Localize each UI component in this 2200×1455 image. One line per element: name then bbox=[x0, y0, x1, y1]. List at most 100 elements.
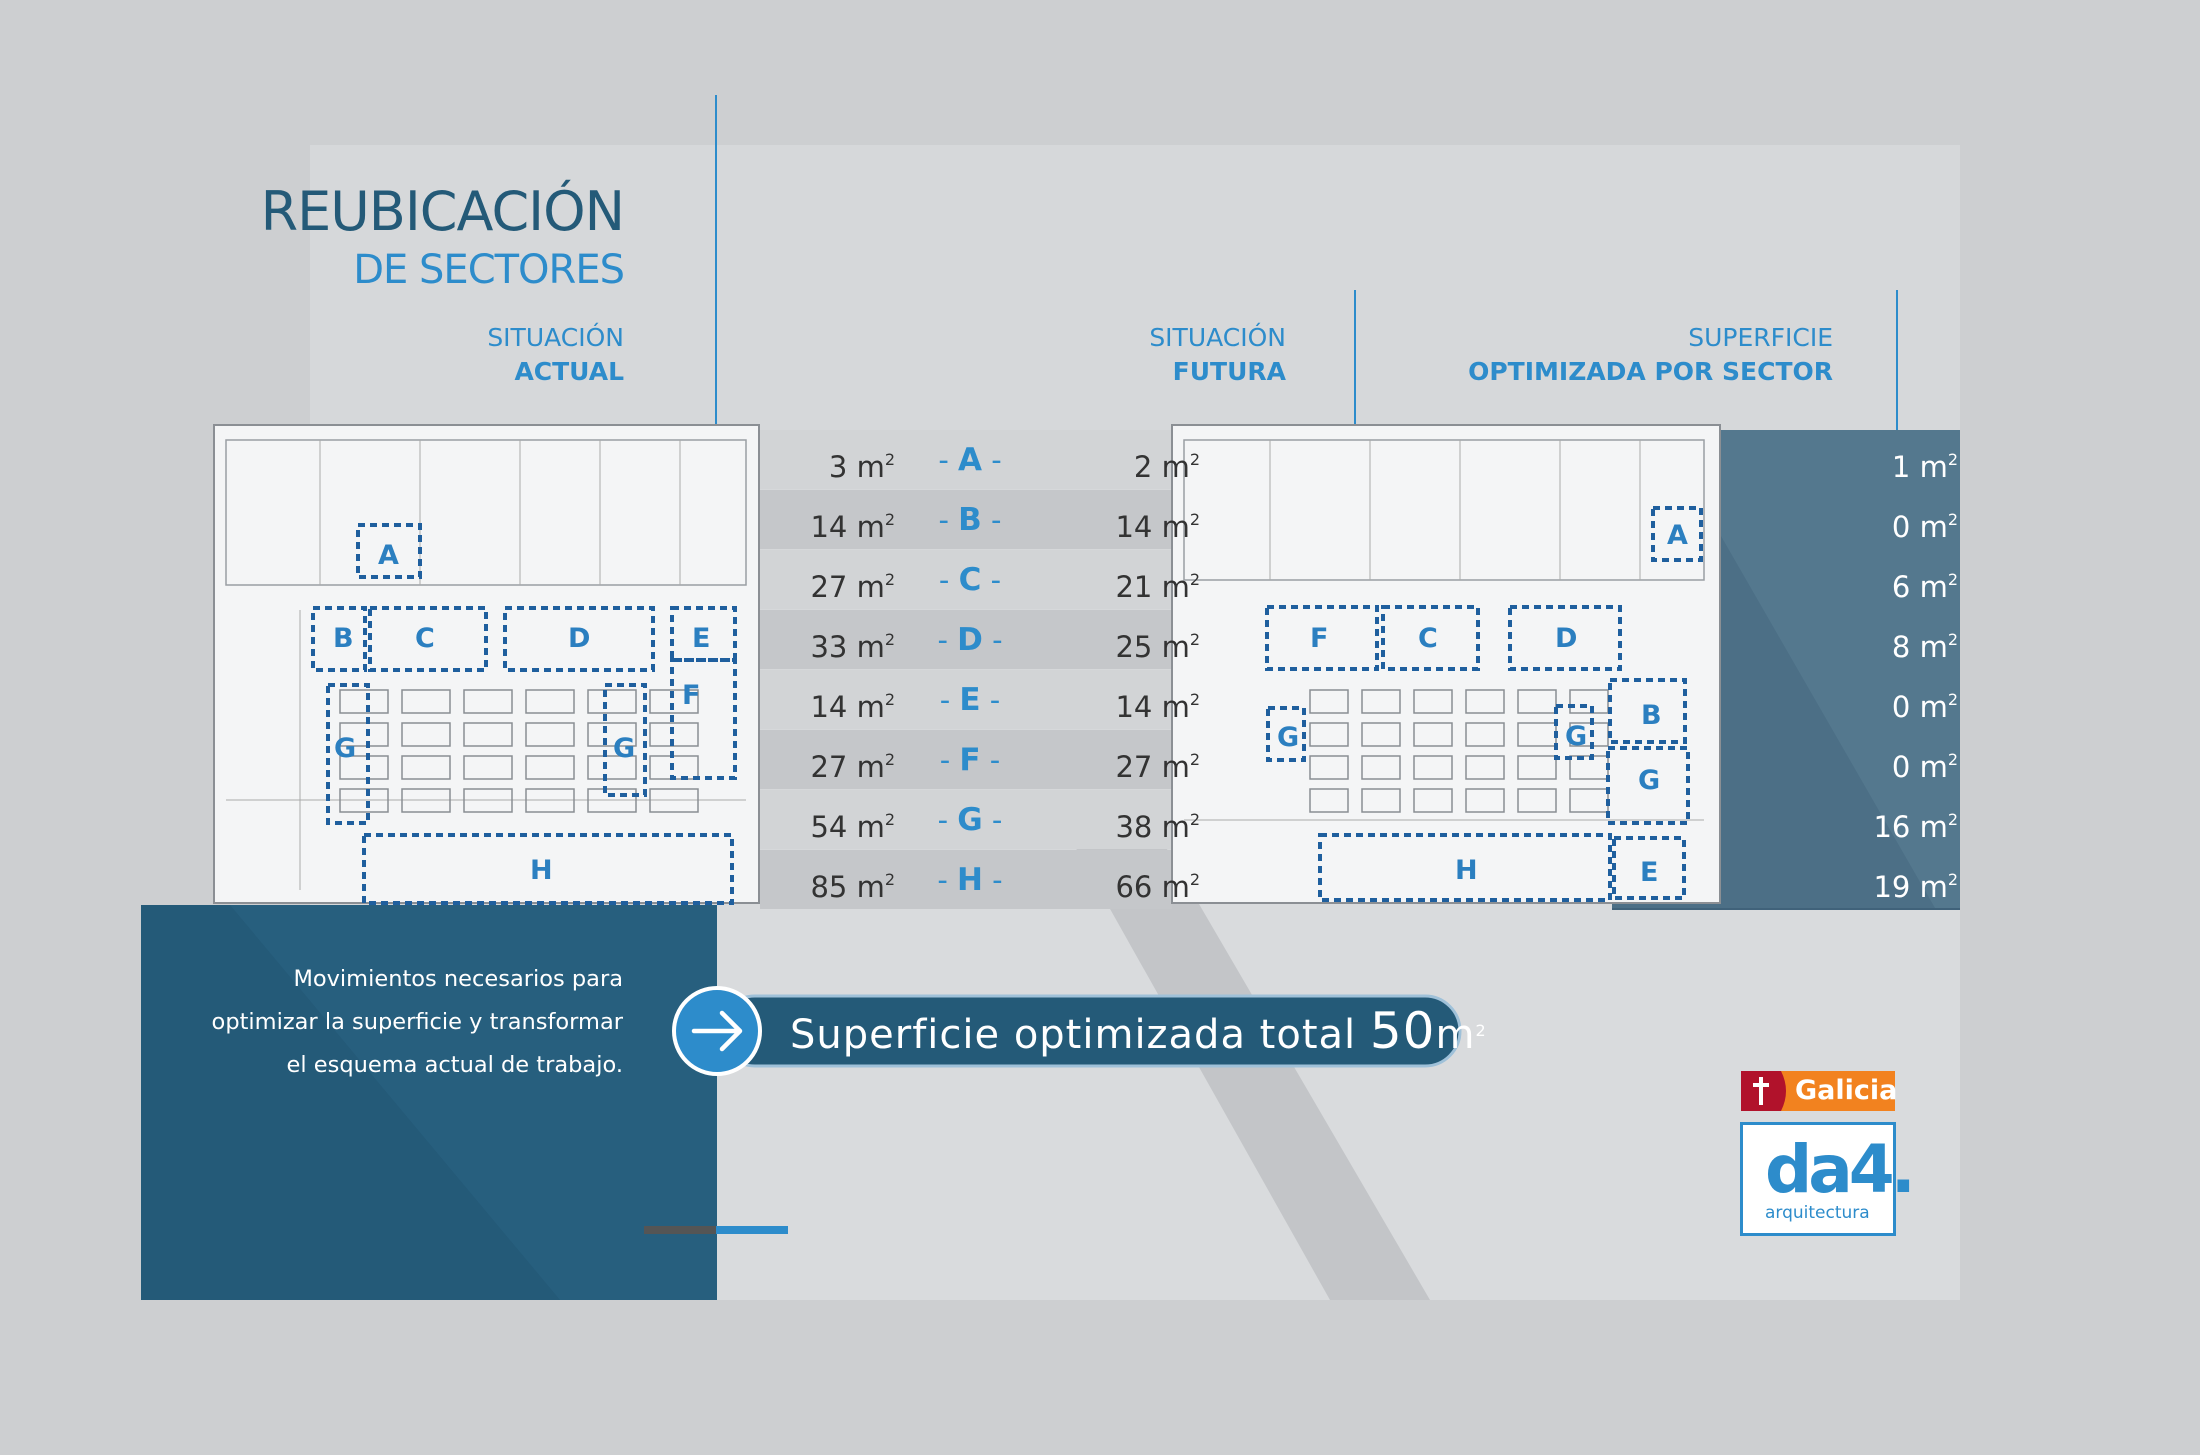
desk bbox=[1361, 788, 1401, 813]
plan-futura-label: G bbox=[1638, 765, 1661, 796]
area-actual: 54 m2 bbox=[810, 810, 895, 844]
desk bbox=[339, 788, 389, 813]
sector-row: 27 m2 - F - 27 m2 0 m2 bbox=[740, 730, 1960, 790]
desk bbox=[587, 788, 637, 813]
sector-letter: - D - bbox=[937, 622, 1003, 658]
area-actual: 33 m2 bbox=[810, 630, 895, 664]
desk bbox=[1413, 755, 1453, 780]
area-futura: 21 m2 bbox=[1115, 570, 1200, 604]
plan-futura-label: G bbox=[1277, 722, 1300, 753]
sector-letter: - B - bbox=[938, 502, 1002, 538]
area-actual: 85 m2 bbox=[810, 870, 895, 904]
plan-actual-label: F bbox=[682, 680, 701, 711]
header-futura: SITUACIÓN FUTURA bbox=[1149, 323, 1286, 386]
area-futura: 14 m2 bbox=[1115, 690, 1200, 724]
sector-letter: - F - bbox=[939, 742, 1001, 778]
area-futura: 66 m2 bbox=[1115, 870, 1200, 904]
desk bbox=[587, 722, 637, 747]
table-row-stripe bbox=[760, 490, 1172, 549]
area-optimizada: 0 m2 bbox=[1891, 750, 1958, 784]
area-optimizada: 0 m2 bbox=[1891, 690, 1958, 724]
page-subtitle: DE SECTORES bbox=[353, 247, 625, 293]
desk bbox=[1361, 689, 1401, 714]
table-row-stripe bbox=[760, 430, 1172, 489]
area-futura: 27 m2 bbox=[1115, 750, 1200, 784]
desk bbox=[1465, 689, 1505, 714]
desk bbox=[1413, 689, 1453, 714]
desk bbox=[525, 755, 575, 780]
desk bbox=[401, 755, 451, 780]
plan-futura-label: G bbox=[1565, 721, 1588, 752]
description-text: Movimientos necesarios para optimizar la… bbox=[211, 966, 623, 1078]
desk bbox=[463, 788, 513, 813]
page-title: REUBICACIÓN bbox=[260, 180, 625, 243]
plan-futura-label: F bbox=[1310, 623, 1329, 654]
plan-futura-label: A bbox=[1667, 520, 1688, 551]
plan-futura-label: E bbox=[1640, 857, 1659, 888]
area-actual: 14 m2 bbox=[810, 690, 895, 724]
desk bbox=[1465, 788, 1505, 813]
desk bbox=[1309, 722, 1349, 747]
sector-letter: - G - bbox=[937, 802, 1003, 838]
desk bbox=[525, 689, 575, 714]
desk bbox=[463, 689, 513, 714]
table-row-stripe bbox=[760, 790, 1172, 849]
plan-actual-label: G bbox=[334, 733, 357, 764]
sector-letter: - A - bbox=[938, 442, 1002, 478]
sector-letter: - C - bbox=[938, 562, 1002, 598]
optimized-row-divider bbox=[1612, 908, 1960, 910]
desk bbox=[1361, 722, 1401, 747]
table-row-stripe bbox=[760, 730, 1172, 789]
galicia-logo: Galicia bbox=[1741, 1071, 1897, 1111]
area-actual: 27 m2 bbox=[810, 750, 895, 784]
table-row-stripe bbox=[760, 670, 1172, 729]
desk bbox=[649, 788, 699, 813]
area-optimizada: 6 m2 bbox=[1891, 570, 1958, 604]
desk bbox=[463, 722, 513, 747]
area-futura: 25 m2 bbox=[1115, 630, 1200, 664]
desk bbox=[339, 722, 389, 747]
desk bbox=[1465, 722, 1505, 747]
desk bbox=[339, 755, 389, 780]
desk bbox=[525, 722, 575, 747]
table-row-stripe bbox=[760, 610, 1172, 669]
table-row-stripe bbox=[760, 550, 1172, 609]
desk bbox=[1309, 689, 1349, 714]
area-actual: 27 m2 bbox=[810, 570, 895, 604]
plan-actual-label: E bbox=[692, 623, 711, 654]
area-optimizada: 16 m2 bbox=[1873, 810, 1958, 844]
plan-actual-label: H bbox=[530, 855, 553, 886]
area-futura: 14 m2 bbox=[1115, 510, 1200, 544]
area-optimizada: 1 m2 bbox=[1891, 450, 1958, 484]
desk bbox=[1413, 722, 1453, 747]
desk bbox=[1413, 788, 1453, 813]
floor-plan-actual bbox=[213, 424, 760, 905]
sector-letter: - H - bbox=[937, 862, 1003, 898]
plan-actual-label: C bbox=[415, 623, 435, 654]
plan-actual-label: G bbox=[613, 733, 636, 764]
table-row-stripe bbox=[760, 850, 1172, 909]
plan-futura-label: C bbox=[1418, 623, 1438, 654]
desk bbox=[525, 788, 575, 813]
area-futura: 2 m2 bbox=[1133, 450, 1200, 484]
plan-actual-label: A bbox=[378, 540, 399, 571]
desk bbox=[649, 689, 699, 714]
floor-plan-futura bbox=[1171, 424, 1721, 904]
desk bbox=[1517, 788, 1557, 813]
table-stripes bbox=[760, 430, 1960, 910]
desk bbox=[1309, 755, 1349, 780]
sector-row: 27 m2 - C - 21 m2 6 m2 bbox=[740, 550, 1960, 610]
plan-futura-label: H bbox=[1455, 855, 1478, 886]
desk bbox=[463, 755, 513, 780]
area-optimizada: 0 m2 bbox=[1891, 510, 1958, 544]
desk bbox=[1517, 689, 1557, 714]
desk bbox=[401, 722, 451, 747]
plan-futura-label: B bbox=[1641, 700, 1662, 731]
